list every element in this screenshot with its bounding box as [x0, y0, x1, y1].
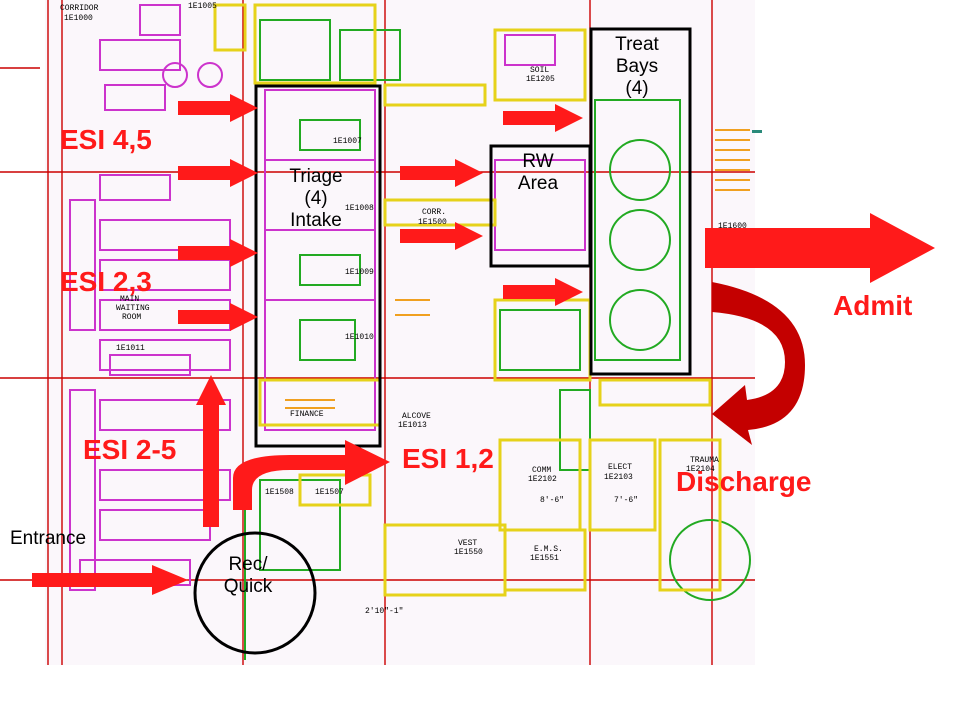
arrow-to-triage-1 — [178, 94, 258, 122]
label-esi-1-2: ESI 1,2 — [402, 443, 494, 474]
rec-line-2: Quick — [223, 576, 273, 597]
tag-adm2-num: 1E1507 — [315, 488, 344, 497]
triage-line-3: Intake — [290, 210, 342, 231]
tag-dim1: 8'-6" — [540, 496, 565, 505]
triage-line-2: (4) — [304, 188, 328, 209]
tag-corridor: CORRIDOR — [60, 4, 99, 13]
treat-line-2: Bays — [615, 56, 659, 77]
label-entrance: Entrance — [10, 528, 87, 549]
tag-ems: E.M.S. — [534, 545, 563, 554]
tag-room-top: 1E1005 — [188, 2, 217, 11]
tag-soil: SOIL — [530, 66, 550, 75]
treat-line-1: Treat — [615, 34, 659, 55]
arrow-discharge — [712, 282, 805, 445]
arrow-to-rw-2 — [400, 222, 483, 250]
arrow-to-rw-1 — [400, 159, 483, 187]
tag-corr2-num: 1E1600 — [718, 222, 747, 231]
label-admit: Admit — [833, 290, 913, 321]
triage-box — [254, 84, 382, 448]
tag-alcove-num: 1E1013 — [398, 421, 427, 430]
tag-room: ROOM — [122, 313, 142, 322]
arrow-to-triage-2 — [178, 159, 258, 187]
tag-comm: COMM — [532, 466, 552, 475]
tag-vest-num: 1E1550 — [454, 548, 483, 557]
label-rw-area: RW Area — [500, 151, 576, 195]
label-triage-intake: Triage (4) Intake — [268, 166, 364, 232]
teal-mark — [752, 130, 762, 133]
tag-vest: VEST — [458, 539, 478, 548]
treat-line-3: (4) — [625, 78, 649, 99]
arrow-to-triage-4 — [178, 303, 258, 331]
tag-main: MAIN — [120, 295, 140, 304]
zone-boxes — [193, 27, 692, 655]
tag-triage-num3: 1E1009 — [345, 268, 374, 277]
tag-alcove: ALCOVE — [402, 412, 431, 421]
label-discharge: Discharge — [676, 466, 812, 497]
tag-trauma-num: 1E2104 — [686, 465, 715, 474]
tag-waiting: WAITING — [116, 304, 150, 313]
label-esi-2-3: ESI 2,3 — [60, 266, 152, 297]
arrow-to-triage-3 — [178, 239, 258, 267]
tag-finance: FINANCE — [290, 410, 324, 419]
label-treat-bays: Treat Bays (4) — [597, 34, 677, 100]
tag-waiting-num: 1E1011 — [116, 344, 145, 353]
arrow-esi12 — [233, 440, 390, 510]
tag-triage-num2: 1E1008 — [345, 204, 374, 213]
arrow-entrance — [32, 565, 188, 595]
tag-dim3: 2'10"-1" — [365, 607, 404, 616]
tag-corr: CORR. — [422, 208, 447, 217]
tag-comm-num: 1E2102 — [528, 475, 557, 484]
arrow-admit — [705, 213, 935, 283]
plan-notes — [285, 129, 750, 409]
tag-dim2: 7'-6" — [614, 496, 639, 505]
tag-triage-num1: 1E1007 — [333, 137, 362, 146]
flow-arrows — [32, 94, 935, 595]
tag-adm1-num: 1E1508 — [265, 488, 294, 497]
tag-trauma: TRAUMA — [690, 456, 719, 465]
tag-corridor-num: 1E1000 — [64, 14, 93, 23]
tag-triage-num4: 1E1010 — [345, 333, 374, 342]
tag-elect-num: 1E2103 — [604, 473, 633, 482]
rec-quick-circle — [193, 531, 317, 655]
yellow-walls — [213, 3, 722, 597]
arrow-to-treat-1 — [503, 104, 583, 132]
treat-bays-box — [589, 27, 692, 376]
rw-line-2: Area — [517, 173, 559, 194]
arrow-to-treat-2 — [503, 278, 583, 306]
tag-elect: ELECT — [608, 463, 633, 472]
tag-ems-num: 1E1551 — [530, 554, 559, 563]
label-esi-2-5: ESI 2-5 — [83, 434, 177, 465]
tag-corr-num: 1E1500 — [418, 218, 447, 227]
triage-line-1: Triage — [289, 166, 343, 187]
rw-line-1: RW — [522, 151, 554, 172]
tag-soil-num: 1E1205 — [526, 75, 555, 84]
label-esi-4-5: ESI 4,5 — [60, 124, 152, 155]
rec-line-1: Rec/ — [228, 554, 268, 575]
arrow-up-esi25 — [196, 375, 226, 527]
label-rec-quick: Rec/ Quick — [210, 554, 286, 598]
